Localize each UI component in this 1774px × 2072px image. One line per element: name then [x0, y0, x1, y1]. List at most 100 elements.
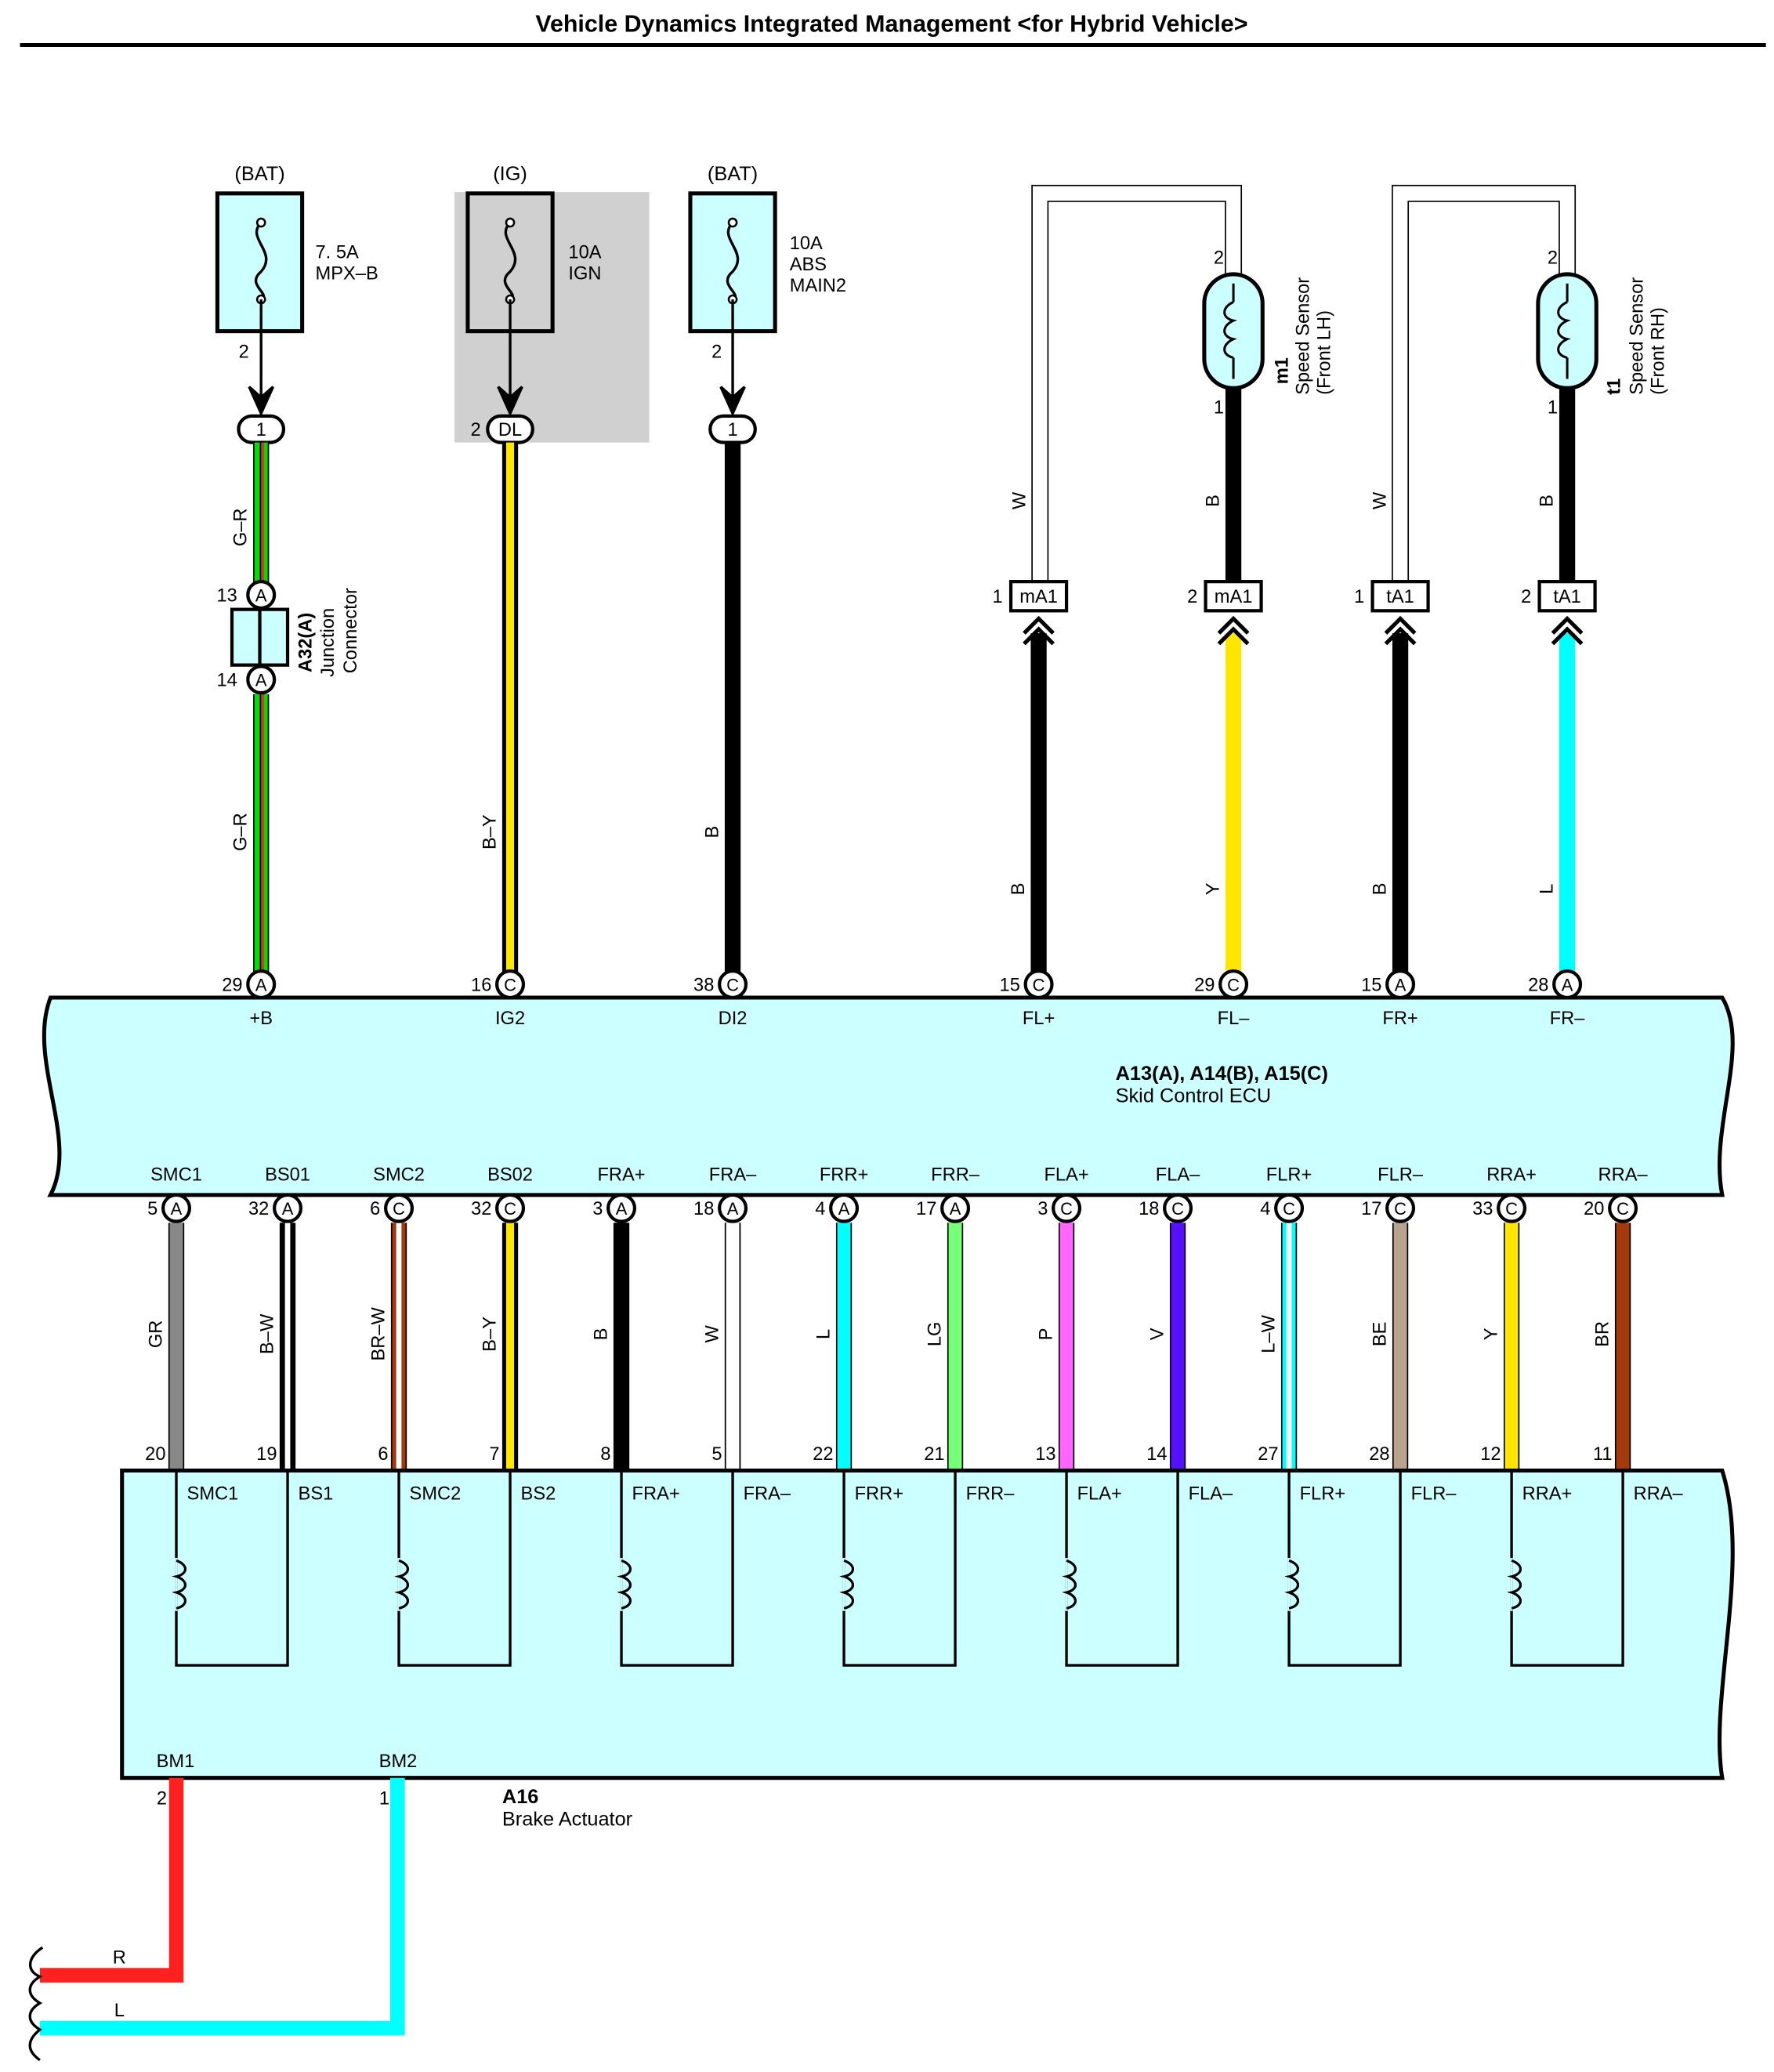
- solenoid-label: RRA+: [1522, 1484, 1573, 1505]
- terminal-connector-letter: C: [1617, 1199, 1629, 1219]
- wire-y-fl-minus: [1225, 633, 1242, 973]
- sensor-name-1: Speed Sensor: [1627, 277, 1647, 395]
- fuse-pin: 2: [239, 342, 249, 362]
- wire: [947, 1223, 964, 1471]
- wire-rh-b-upper: [1559, 388, 1576, 585]
- wire-label-g-r-lower: G–R: [231, 813, 252, 851]
- terminal-pin: 18: [1139, 1199, 1159, 1219]
- sensor-rh-white-wire: [1392, 184, 1577, 585]
- terminal-connector-letter: C: [1505, 1199, 1518, 1219]
- actuator-pin: 22: [813, 1444, 833, 1465]
- terminal-name: FL+: [1023, 1009, 1055, 1029]
- terminal-name: RRA–: [1598, 1165, 1649, 1185]
- terminal-name: BS01: [265, 1165, 310, 1185]
- wire-label-b-rh: B: [1537, 494, 1557, 507]
- solenoid-coil: FLA+FLA–: [1062, 1470, 1233, 1667]
- junction-pin-out: 14: [216, 671, 237, 691]
- connector-pin: 2: [1521, 587, 1531, 607]
- actuator-pin: 5: [711, 1444, 722, 1465]
- terminal-pin: 15: [1000, 976, 1020, 996]
- actuator-pin: 19: [256, 1444, 277, 1465]
- connector-pin: 2: [1187, 587, 1197, 607]
- fuse-pin: 2: [711, 342, 722, 362]
- fuse-source: (BAT): [234, 163, 284, 185]
- wire-b-fr-plus: [1392, 633, 1409, 973]
- terminal-name: BS02: [487, 1165, 533, 1185]
- wire-b-di2: [724, 442, 741, 973]
- wire-label-b: B: [702, 826, 722, 839]
- actuator-pin: 27: [1258, 1444, 1278, 1465]
- solenoid-coil: RRA+RRA–: [1507, 1470, 1684, 1667]
- actuator-pin: 21: [924, 1444, 944, 1465]
- wire: [168, 1223, 185, 1471]
- terminal-connector-letter: A: [1562, 976, 1573, 995]
- connector-label: tA1: [1386, 587, 1414, 607]
- terminal-connector-letter: A: [950, 1199, 961, 1219]
- fuse-name: MPX–B: [316, 264, 378, 284]
- fuse-name: ABS: [790, 255, 827, 275]
- terminal-pin: 17: [916, 1199, 936, 1219]
- wire-label-w-lh: W: [1010, 491, 1030, 509]
- junction-name-2: Connector: [341, 588, 361, 673]
- fuse-name: IGN: [568, 264, 601, 284]
- terminal-pin: 18: [693, 1199, 714, 1219]
- solenoid-label: SMC1: [187, 1484, 239, 1505]
- chevron-up-icons: [1023, 615, 1584, 646]
- wire-label-y-fl: Y: [1203, 882, 1223, 895]
- actuator-pin: 6: [378, 1444, 388, 1465]
- terminal-connector-letter: A: [838, 1199, 850, 1219]
- terminal-name: SMC2: [373, 1165, 425, 1185]
- junction-id: A32(A): [295, 613, 316, 672]
- solenoid-label: SMC2: [410, 1484, 462, 1505]
- wire-label: L: [813, 1329, 834, 1339]
- solenoid-label: BS1: [299, 1484, 334, 1505]
- terminal-connector-letter: A: [1395, 976, 1407, 995]
- terminal-connector-letter: C: [1060, 1199, 1073, 1219]
- wire-label: BE: [1370, 1322, 1390, 1347]
- sensor-name-1: Speed Sensor: [1293, 277, 1313, 395]
- terminal-connector-letter: A: [616, 1199, 628, 1219]
- terminal-pin: 16: [471, 976, 491, 996]
- junction-connector: A 13 A 14 A32(A) Junction Connector: [216, 580, 361, 695]
- sensor-id: t1: [1605, 379, 1625, 395]
- wire: [1392, 1223, 1409, 1471]
- ecu-bottom-wiring: SMC1A5GR20BS01A32B–W19SMC2C6BR–W6BS02C32…: [145, 1165, 1649, 1471]
- sensor-pin-top: 2: [1548, 248, 1558, 268]
- wire-label: L–W: [1258, 1314, 1279, 1353]
- wire-label: V: [1147, 1328, 1168, 1340]
- junction-letter: A: [255, 586, 267, 606]
- actuator-pin: 28: [1369, 1444, 1389, 1465]
- terminal-pin: 5: [147, 1199, 157, 1219]
- terminal-connector-letter: A: [727, 1199, 739, 1219]
- actuator-name: Brake Actuator: [502, 1809, 633, 1831]
- solenoid-label: FRR+: [855, 1484, 903, 1505]
- wire-label: BR–W: [368, 1307, 389, 1361]
- wire: [835, 1223, 853, 1471]
- solenoid-label: FRA+: [632, 1484, 680, 1505]
- wire-label: P: [1036, 1328, 1056, 1340]
- actuator-id: A16: [502, 1786, 539, 1808]
- actuator-pin: 14: [1146, 1444, 1167, 1465]
- wire-label: GR: [146, 1320, 166, 1348]
- brake-actuator: [120, 1468, 1735, 1780]
- wire-label: W: [702, 1325, 722, 1343]
- terminal-name: FLA+: [1044, 1165, 1088, 1185]
- terminal-name: FRR+: [820, 1165, 868, 1185]
- terminal-pin: 29: [222, 976, 242, 996]
- wire-l-bm2: [39, 1777, 405, 2036]
- sensor-name-2: (Front LH): [1314, 310, 1334, 395]
- bm1-pin: 2: [157, 1789, 167, 1809]
- wire-r-bm1: [39, 1777, 184, 1983]
- terminal-name: DI2: [719, 1009, 748, 1029]
- connector-pin: 2: [471, 420, 481, 440]
- terminal-pin: 38: [693, 976, 714, 996]
- wire: [724, 1223, 741, 1471]
- wire-label-g-r-upper: G–R: [231, 509, 252, 547]
- wire-g-r-lower: [253, 694, 270, 973]
- connector-pin: 1: [993, 587, 1003, 607]
